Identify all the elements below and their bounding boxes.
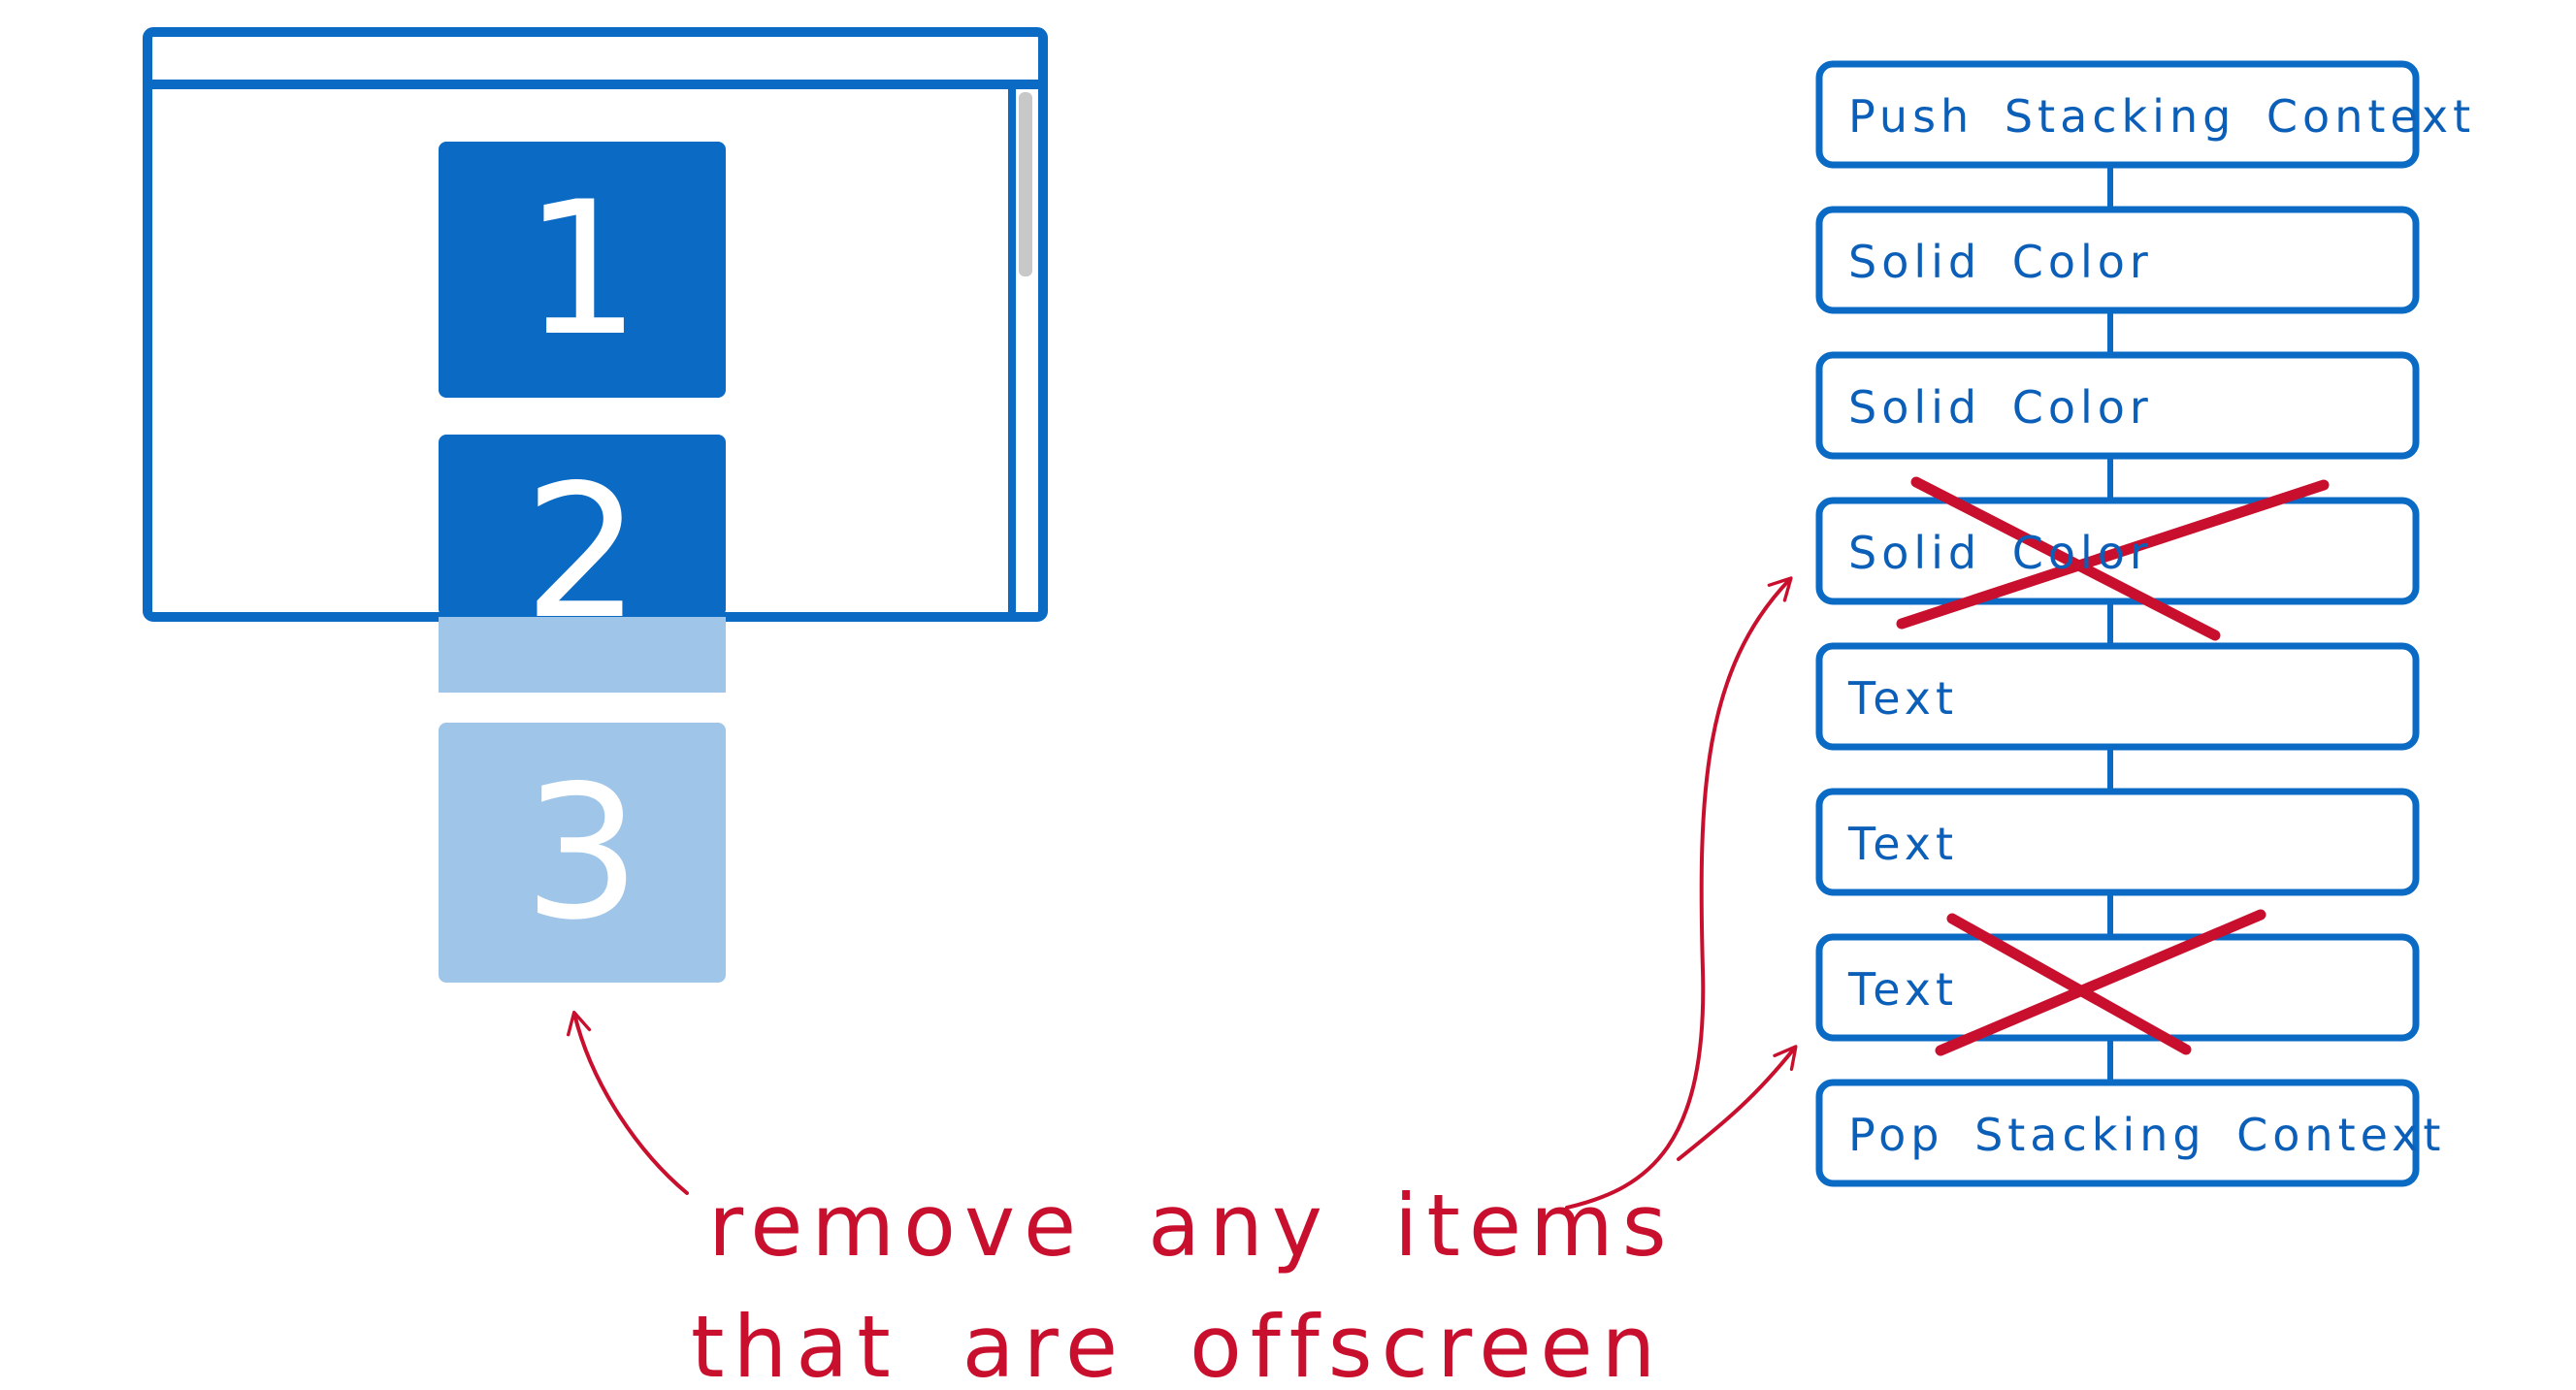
arrow-to-display-list [1565,576,1793,1210]
display-item-box-1[interactable] [1815,206,2420,314]
content-blocks [439,142,726,983]
content-block-3 [439,723,726,983]
display-item-box-0[interactable] [1815,60,2420,169]
annotation-arrows [567,576,1798,1210]
strike-x-icon [1896,476,2330,641]
scrollbar-thumb[interactable] [1019,92,1032,276]
arrow-to-block-3 [567,1010,689,1195]
display-item-box-2[interactable] [1815,351,2420,460]
display-item-box-6[interactable] [1815,933,2420,1042]
display-item-box-4[interactable] [1815,642,2420,751]
display-item-box-5[interactable] [1815,788,2420,896]
content-block-2-visible [439,435,726,617]
removed-item-marks [1896,476,2330,1056]
display-item-box-7[interactable] [1815,1079,2420,1187]
strike-x-icon [1935,909,2266,1056]
arrow-to-display-list-lower [1677,1045,1798,1161]
content-block-2-offscreen [439,617,726,693]
content-block-1 [439,142,726,398]
